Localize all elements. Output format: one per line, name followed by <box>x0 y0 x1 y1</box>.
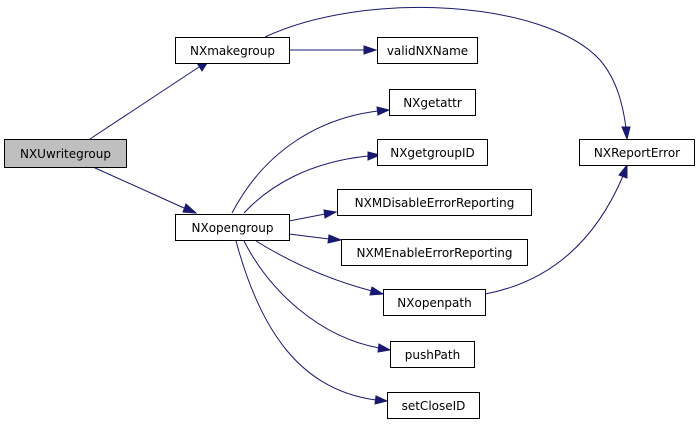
node-label: validNXName <box>387 44 468 58</box>
edge-nxuwritegroup-nxopengroup <box>92 166 198 214</box>
node-setcloseid[interactable]: setCloseID <box>387 392 480 419</box>
edge-nxopengroup-nxmenable <box>288 233 343 244</box>
node-label: setCloseID <box>402 399 466 413</box>
node-nxgetgroupid[interactable]: NXgetgroupID <box>377 139 488 166</box>
node-nxopengroup[interactable]: NXopengroup <box>175 214 290 241</box>
edge-nxmakegroup-nxreporterror <box>264 7 631 141</box>
node-nxmakegroup[interactable]: NXmakegroup <box>175 37 290 64</box>
edge-nxopengroup-setcloseid <box>235 240 389 405</box>
edge-nxopengroup-nxgetgroupid <box>243 151 382 214</box>
node-label: NXopenpath <box>397 296 471 310</box>
node-label: NXopengroup <box>192 221 274 235</box>
edge-nxopengroup-pushpath <box>243 240 392 353</box>
node-label: NXUwritegroup <box>20 147 111 161</box>
node-nxgetattr[interactable]: NXgetattr <box>389 89 476 116</box>
edge-nxmakegroup-validnxname <box>289 45 378 55</box>
node-nxuwritegroup[interactable]: NXUwritegroup <box>4 139 127 168</box>
edge-nxopengroup-nxopenpath <box>255 240 385 296</box>
node-nxreporterror[interactable]: NXReportError <box>579 139 695 166</box>
node-validnxname[interactable]: validNXName <box>377 37 478 64</box>
node-label: NXmakegroup <box>190 44 275 58</box>
node-pushpath[interactable]: pushPath <box>390 341 475 368</box>
node-nxopenpath[interactable]: NXopenpath <box>383 289 486 316</box>
node-label: NXMEnableErrorReporting <box>356 246 512 260</box>
edge-nxuwritegroup-nxmakegroup <box>89 59 211 140</box>
node-label: NXMDisableErrorReporting <box>355 196 515 210</box>
node-nxmenable[interactable]: NXMEnableErrorReporting <box>341 239 528 266</box>
node-label: NXgetgroupID <box>390 146 475 160</box>
edge-nxopengroup-nxmdisable <box>288 209 338 222</box>
node-label: NXReportError <box>594 146 680 160</box>
node-label: NXgetattr <box>403 96 462 110</box>
edge-nxopengroup-nxgetattr <box>231 106 391 214</box>
edge-nxopenpath-nxreporterror <box>484 163 628 295</box>
node-nxmdisable[interactable]: NXMDisableErrorReporting <box>337 189 532 216</box>
node-label: pushPath <box>405 348 460 362</box>
